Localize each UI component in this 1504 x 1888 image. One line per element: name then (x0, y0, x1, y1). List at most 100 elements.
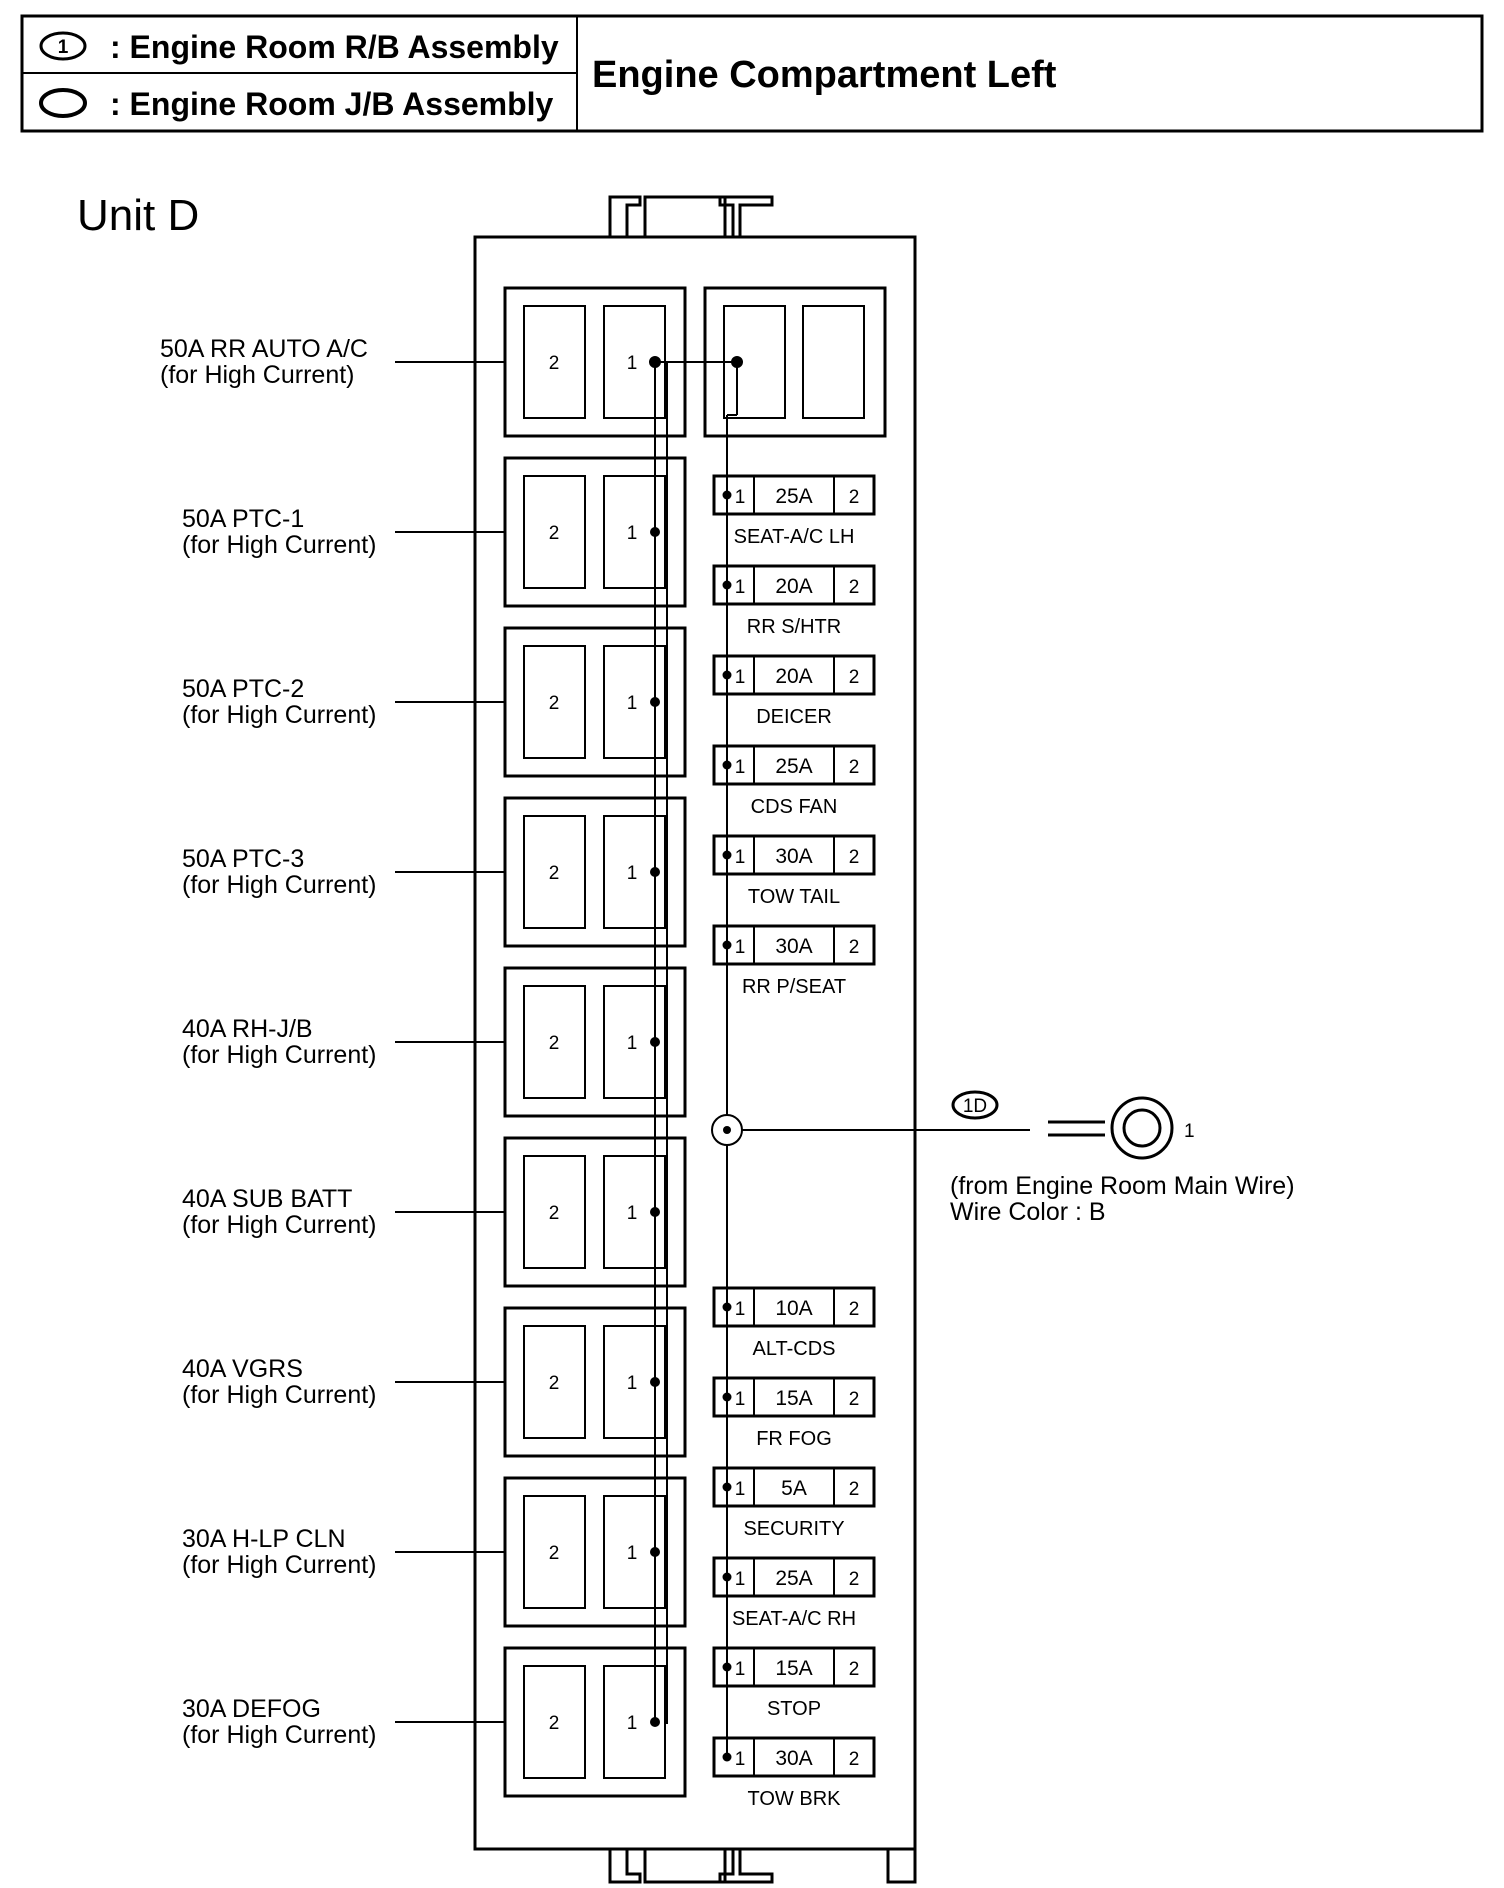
fuse-pin2: 2 (849, 1659, 860, 1680)
relay-pin-label: 2 (549, 1033, 560, 1054)
fuse-name: DEICER (756, 706, 832, 728)
relay-pin-label: 1 (627, 1373, 638, 1394)
relay-name: 50A PTC-2 (182, 675, 304, 703)
fuse-pin2: 2 (849, 847, 860, 868)
relay-name: 50A PTC-1 (182, 505, 304, 533)
relay-pin-label: 1 (627, 1203, 638, 1224)
fuse-amperage: 15A (775, 1387, 812, 1410)
relay-socket: 2 1 30A H-LP CLN(for High Current) (182, 1476, 687, 1628)
relay-name: 30A DEFOG (182, 1695, 321, 1723)
relay-pin-label: 2 (549, 1373, 560, 1394)
relay-socket: 2 1 40A SUB BATT(for High Current) (182, 1136, 687, 1288)
fuse: 1 30A 2RR P/SEAT (712, 924, 876, 998)
fuse-pin2: 2 (849, 1299, 860, 1320)
unit-label: Unit D (77, 191, 199, 240)
relay-note: (for High Current) (182, 1381, 377, 1409)
fuse-pin1: 1 (735, 1479, 746, 1500)
relay-pin-label: 1 (627, 523, 638, 544)
fuse-pin2: 2 (849, 937, 860, 958)
fuse-amperage: 20A (775, 665, 812, 688)
fuse-name: STOP (767, 1698, 821, 1720)
relay-note: (for High Current) (182, 1721, 377, 1749)
relay-name: 40A SUB BATT (182, 1185, 352, 1213)
bus-junction-dot (731, 356, 743, 368)
connector-source: (from Engine Room Main Wire) (950, 1172, 1295, 1200)
fuse-amperage: 20A (775, 575, 812, 598)
ring-terminal-number: 1 (1184, 1121, 1195, 1142)
fuse-pin1: 1 (735, 757, 746, 778)
relay-note: (for High Current) (182, 531, 377, 559)
relay-name: 40A VGRS (182, 1355, 303, 1383)
jb-symbol-icon (39, 88, 87, 118)
relay-note: (for High Current) (182, 1041, 377, 1069)
fuse-amperage: 30A (775, 935, 812, 958)
relay-pin-label: 1 (627, 693, 638, 714)
fuse-pin1: 1 (735, 1389, 746, 1410)
fuse-pin2: 2 (849, 1569, 860, 1590)
relay-note: (for High Current) (160, 361, 355, 389)
bus-wires (649, 356, 743, 1755)
relay-socket: 2 1 40A VGRS(for High Current) (182, 1306, 687, 1458)
fuse-amperage: 5A (781, 1477, 807, 1500)
relay-pin-label: 2 (549, 1713, 560, 1734)
relay-note: (for High Current) (182, 701, 377, 729)
header: 1 : Engine Room R/B Assembly : Engine Ro… (20, 14, 1484, 133)
fuse-name: TOW TAIL (748, 886, 840, 908)
fuse-pin1: 1 (735, 1659, 746, 1680)
fuse-amperage: 15A (775, 1657, 812, 1680)
page-title: Engine Compartment Left (592, 54, 1057, 96)
relay-name: 50A RR AUTO A/C (160, 335, 368, 363)
fuse-pin1: 1 (735, 937, 746, 958)
connector-1d: 1D 1 (from Engine Room Main Wire) Wire C… (711, 1090, 1295, 1226)
fuse-pin2: 2 (849, 757, 860, 778)
relay-pin-label: 1 (627, 1543, 638, 1564)
relay-note: (for High Current) (182, 1211, 377, 1239)
relay-note: (for High Current) (182, 871, 377, 899)
rb-symbol-number: 1 (58, 37, 69, 58)
bus-junction-dot (649, 356, 661, 368)
relay-pin-label: 1 (627, 863, 638, 884)
relay-note: (for High Current) (182, 1551, 377, 1579)
fuse-name: SEAT-A/C RH (732, 1608, 856, 1630)
fuse-name: RR P/SEAT (742, 976, 846, 998)
relay-pin-label: 2 (549, 353, 560, 374)
fuse-pin1: 1 (735, 1569, 746, 1590)
fuse-name: SEAT-A/C LH (734, 526, 855, 548)
fuse-pin1: 1 (735, 577, 746, 598)
fuse-pin1: 1 (735, 1749, 746, 1770)
ring-terminal-icon (1048, 1096, 1174, 1160)
relay-name: 50A PTC-3 (182, 845, 304, 873)
legend-jb-text: : Engine Room J/B Assembly (110, 86, 554, 122)
relay-pin-label: 2 (549, 1203, 560, 1224)
fuse-pin1: 1 (735, 847, 746, 868)
fuse-name: TOW BRK (748, 1788, 842, 1810)
fuse-name: CDS FAN (751, 796, 838, 818)
fuse-pin2: 2 (849, 667, 860, 688)
fuse-pin2: 2 (849, 487, 860, 508)
fuse-amperage: 25A (775, 485, 812, 508)
connector-code: 1D (963, 1096, 987, 1117)
relay-name: 30A H-LP CLN (182, 1525, 346, 1553)
fuse-pin2: 2 (849, 1749, 860, 1770)
relay-pin-label: 2 (549, 1543, 560, 1564)
fuse-amperage: 25A (775, 755, 812, 778)
fuse-pin2: 2 (849, 1479, 860, 1500)
fuse-pin2: 2 (849, 577, 860, 598)
fuse-terminal-dot (722, 1752, 732, 1762)
